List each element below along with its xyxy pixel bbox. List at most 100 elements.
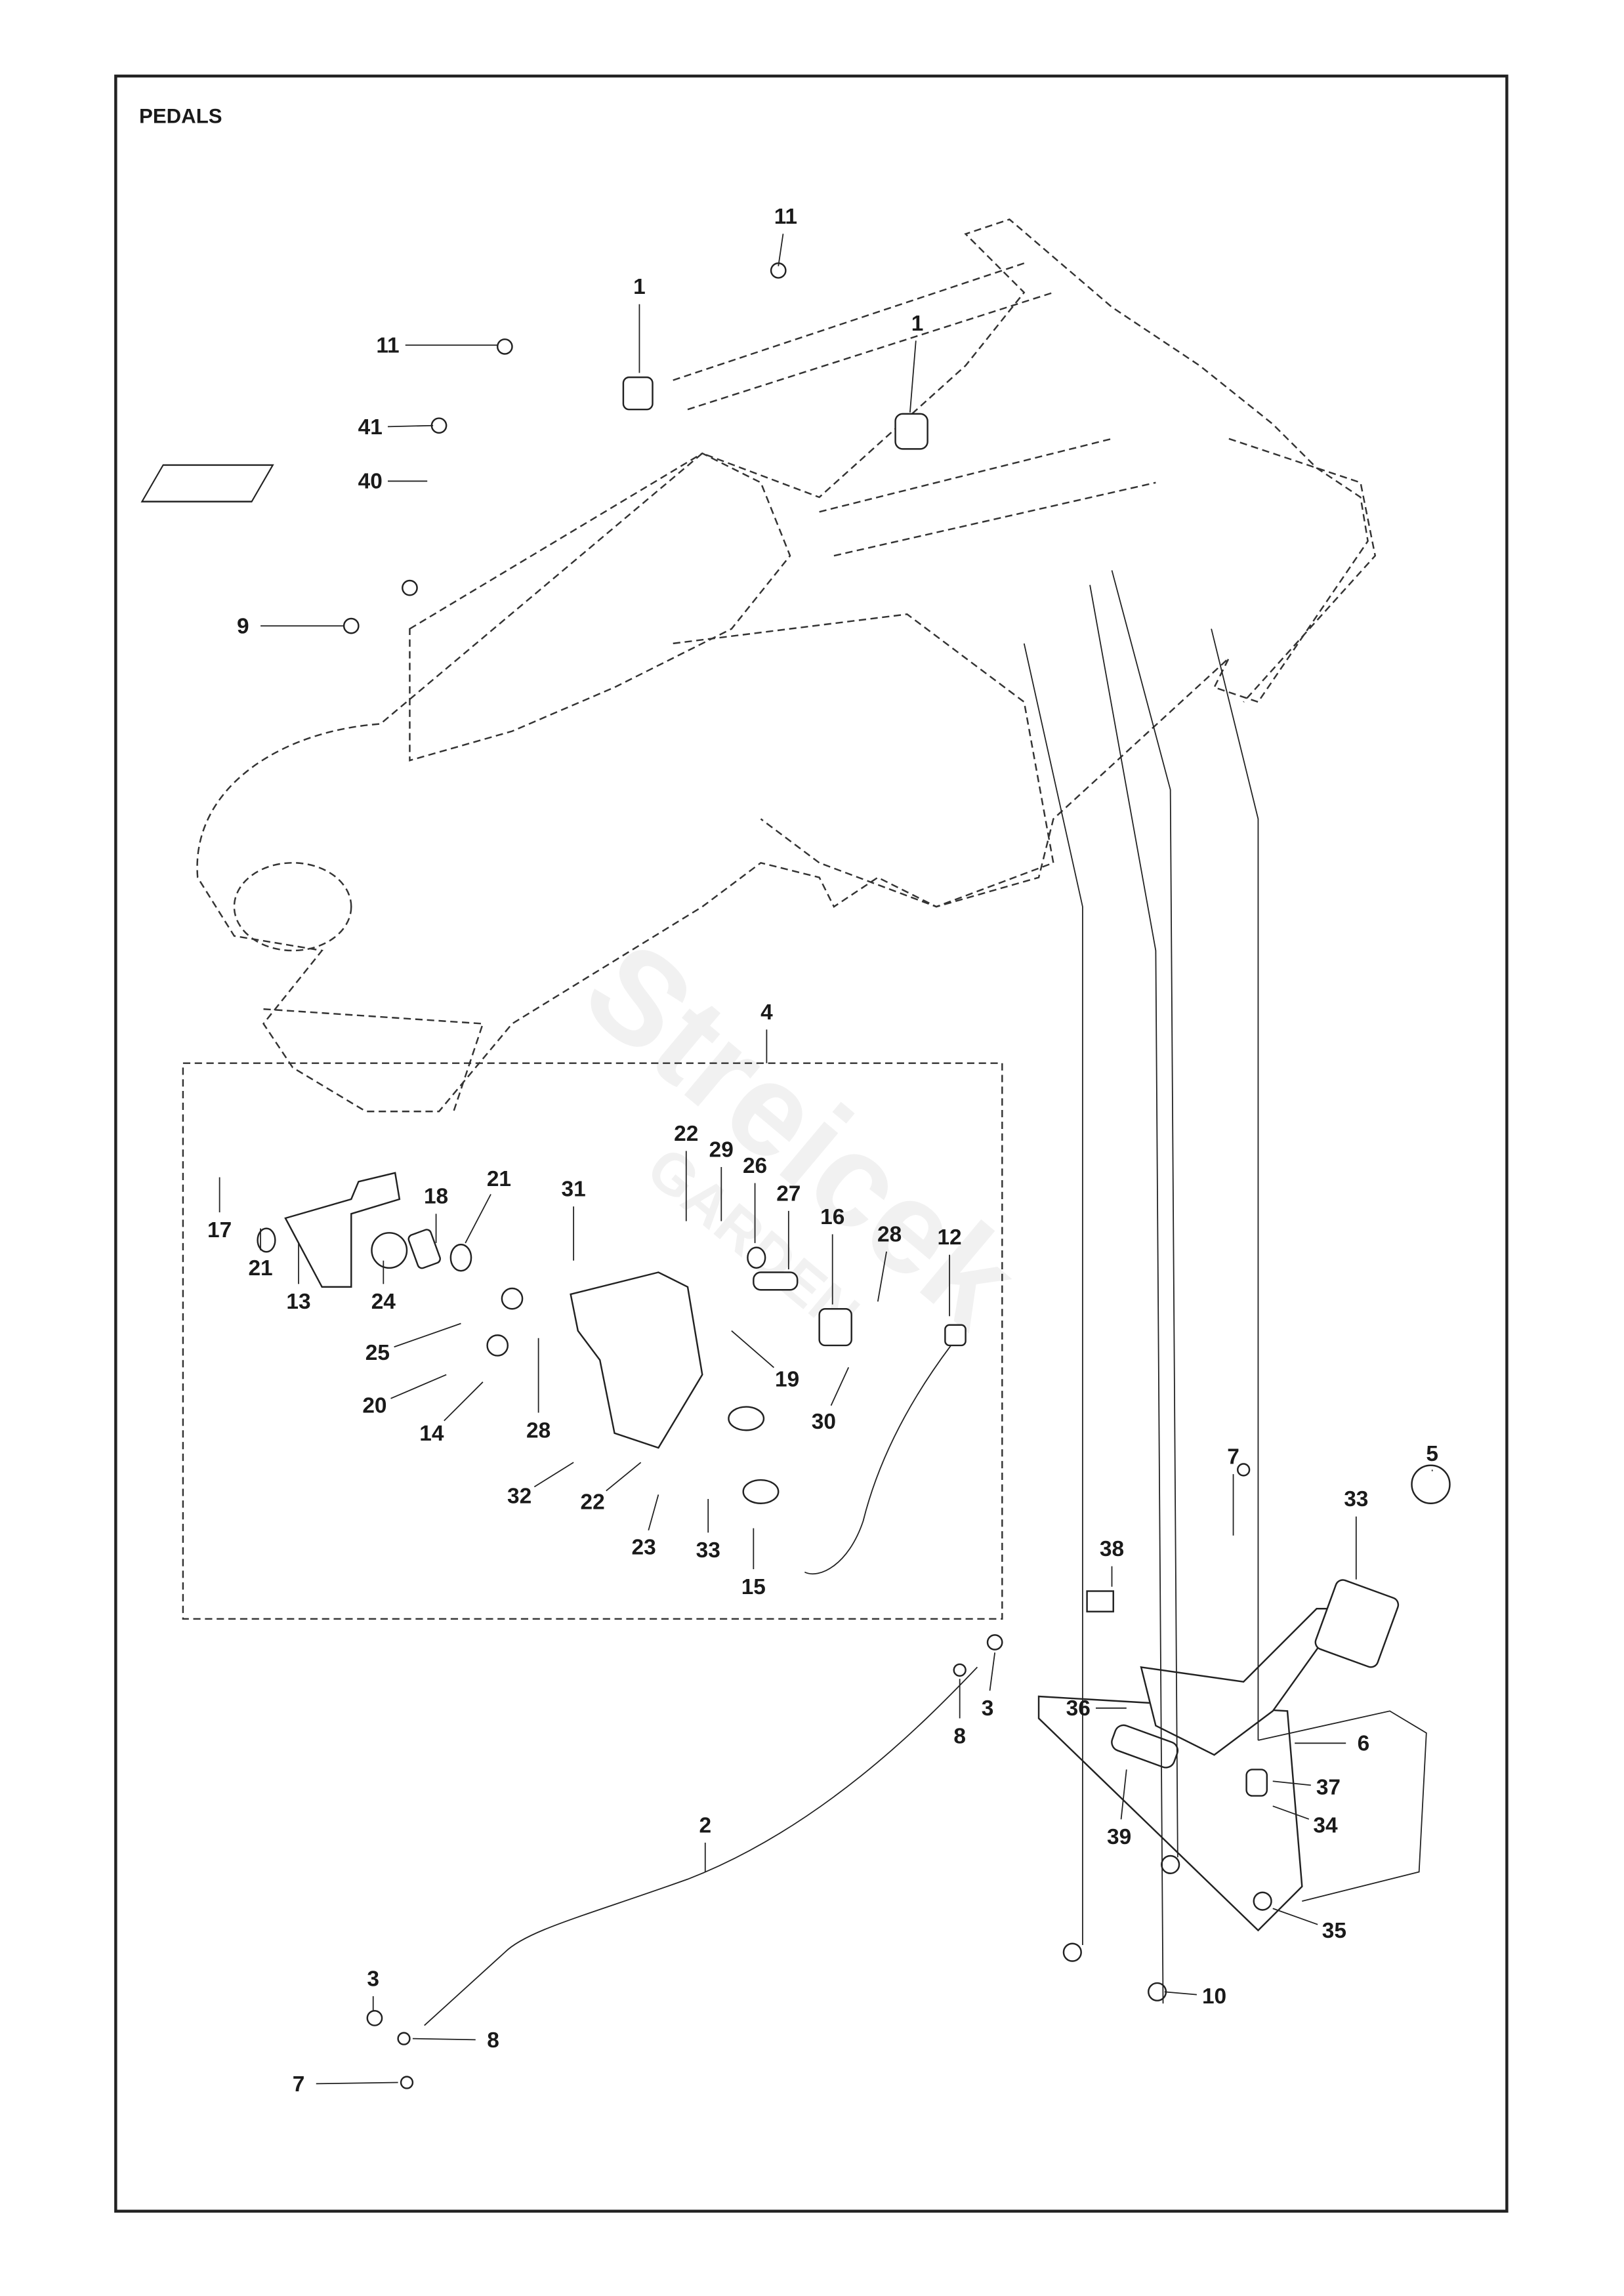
- callout-3: 3: [367, 1967, 379, 2011]
- detail-group-box: [182, 1062, 1003, 1620]
- callout-5: 5: [1426, 1442, 1438, 1471]
- callout-14: 14: [419, 1382, 484, 1446]
- chassis-frame: [196, 218, 1377, 1113]
- callout-25: 25: [365, 1322, 461, 1365]
- callout-8: 8: [953, 1679, 966, 1748]
- leader-line: [989, 1652, 996, 1691]
- leader-line: [394, 1322, 461, 1348]
- page-border: [114, 74, 1509, 2213]
- leader-line: [1272, 1908, 1318, 1925]
- callout-40: 40: [358, 470, 428, 494]
- callout-number: 4: [760, 1000, 773, 1025]
- callout-37: 37: [1272, 1775, 1341, 1799]
- callout-23: 23: [632, 1494, 659, 1560]
- callout-21: 21: [465, 1167, 511, 1244]
- callout-number: 32: [507, 1485, 531, 1509]
- leader-line: [1164, 1991, 1197, 1996]
- callout-number: 10: [1202, 1984, 1226, 2009]
- callout-number: 22: [674, 1122, 698, 1146]
- leader-line: [444, 1382, 484, 1422]
- callout-number: 40: [358, 470, 383, 494]
- callout-number: 2: [699, 1813, 711, 1837]
- callout-8: 8: [412, 2028, 499, 2053]
- callout-18: 18: [424, 1185, 448, 1243]
- callout-number: 35: [1322, 1919, 1346, 1943]
- leader-line: [778, 234, 784, 266]
- callout-number: 8: [953, 1724, 966, 1748]
- callout-number: 5: [1426, 1442, 1438, 1466]
- leader-line: [606, 1462, 642, 1492]
- callout-36: 36: [1066, 1696, 1127, 1721]
- callout-28: 28: [877, 1223, 902, 1302]
- callout-number: 39: [1107, 1825, 1131, 1849]
- callout-26: 26: [743, 1154, 767, 1243]
- callout-27: 27: [776, 1181, 801, 1270]
- callout-number: 3: [367, 1967, 379, 1991]
- callout-19: 19: [731, 1330, 799, 1391]
- leader-line: [1272, 1805, 1310, 1820]
- callout-9: 9: [237, 614, 344, 638]
- callout-28: 28: [526, 1338, 551, 1443]
- callout-number: 27: [776, 1181, 801, 1206]
- callout-41: 41: [358, 415, 434, 440]
- callout-number: 6: [1358, 1731, 1370, 1755]
- leader-line: [316, 2081, 398, 2085]
- callout-number: 19: [775, 1367, 799, 1391]
- callout-number: 41: [358, 415, 383, 440]
- callout-number: 3: [982, 1696, 994, 1721]
- callout-11: 11: [376, 333, 498, 358]
- leader-line: [648, 1494, 659, 1531]
- leader-line: [465, 1194, 491, 1244]
- callout-number: 38: [1100, 1537, 1124, 1561]
- callout-number: 25: [365, 1341, 390, 1365]
- callout-number: 15: [741, 1575, 766, 1599]
- callout-number: 31: [562, 1178, 586, 1202]
- callout-7: 7: [293, 2072, 398, 2097]
- callout-31: 31: [562, 1178, 586, 1261]
- callout-30: 30: [812, 1367, 850, 1434]
- leader-line: [830, 1367, 850, 1406]
- callout-number: 8: [487, 2028, 499, 2053]
- callout-number: 23: [632, 1536, 656, 1560]
- leader-line: [1120, 1769, 1127, 1820]
- callout-6: 6: [1295, 1731, 1369, 1755]
- callout-number: 36: [1066, 1696, 1091, 1721]
- upper-hardware: [140, 262, 928, 634]
- callout-15: 15: [741, 1528, 766, 1599]
- callout-number: 28: [877, 1223, 902, 1247]
- leader-line: [731, 1330, 774, 1368]
- callout-39: 39: [1107, 1769, 1131, 1849]
- callout-number: 16: [820, 1205, 844, 1229]
- leader-line: [533, 1462, 574, 1488]
- leader-line: [387, 424, 434, 428]
- callout-2: 2: [699, 1813, 711, 1872]
- callout-number: 34: [1313, 1813, 1338, 1837]
- callout-16: 16: [820, 1205, 844, 1305]
- callout-33: 33: [696, 1499, 720, 1563]
- callout-21: 21: [248, 1228, 273, 1281]
- callout-34: 34: [1272, 1805, 1338, 1837]
- callout-22: 22: [674, 1122, 698, 1221]
- callout-13: 13: [286, 1242, 311, 1314]
- callout-number: 1: [911, 312, 924, 336]
- leader-line: [877, 1251, 887, 1302]
- callout-number: 29: [709, 1138, 734, 1162]
- callout-number: 7: [1227, 1445, 1239, 1469]
- leader-line: [412, 2038, 476, 2041]
- callout-number: 24: [371, 1290, 396, 1314]
- callout-33: 33: [1344, 1487, 1368, 1580]
- callout-32: 32: [507, 1462, 574, 1509]
- callout-number: 7: [293, 2072, 305, 2097]
- callout-35: 35: [1272, 1908, 1346, 1943]
- callout-number: 11: [774, 205, 797, 229]
- callout-number: 37: [1316, 1775, 1341, 1799]
- callout-number: 12: [937, 1225, 961, 1250]
- callout-38: 38: [1100, 1537, 1124, 1587]
- callout-number: 20: [362, 1394, 386, 1418]
- pedal-assembly-parts: [257, 1172, 967, 1575]
- leader-line: [390, 1374, 447, 1399]
- diagram-title: PEDALS: [139, 104, 222, 127]
- callout-17: 17: [207, 1177, 232, 1242]
- callout-4: 4: [760, 1000, 773, 1063]
- callout-number: 11: [376, 333, 399, 358]
